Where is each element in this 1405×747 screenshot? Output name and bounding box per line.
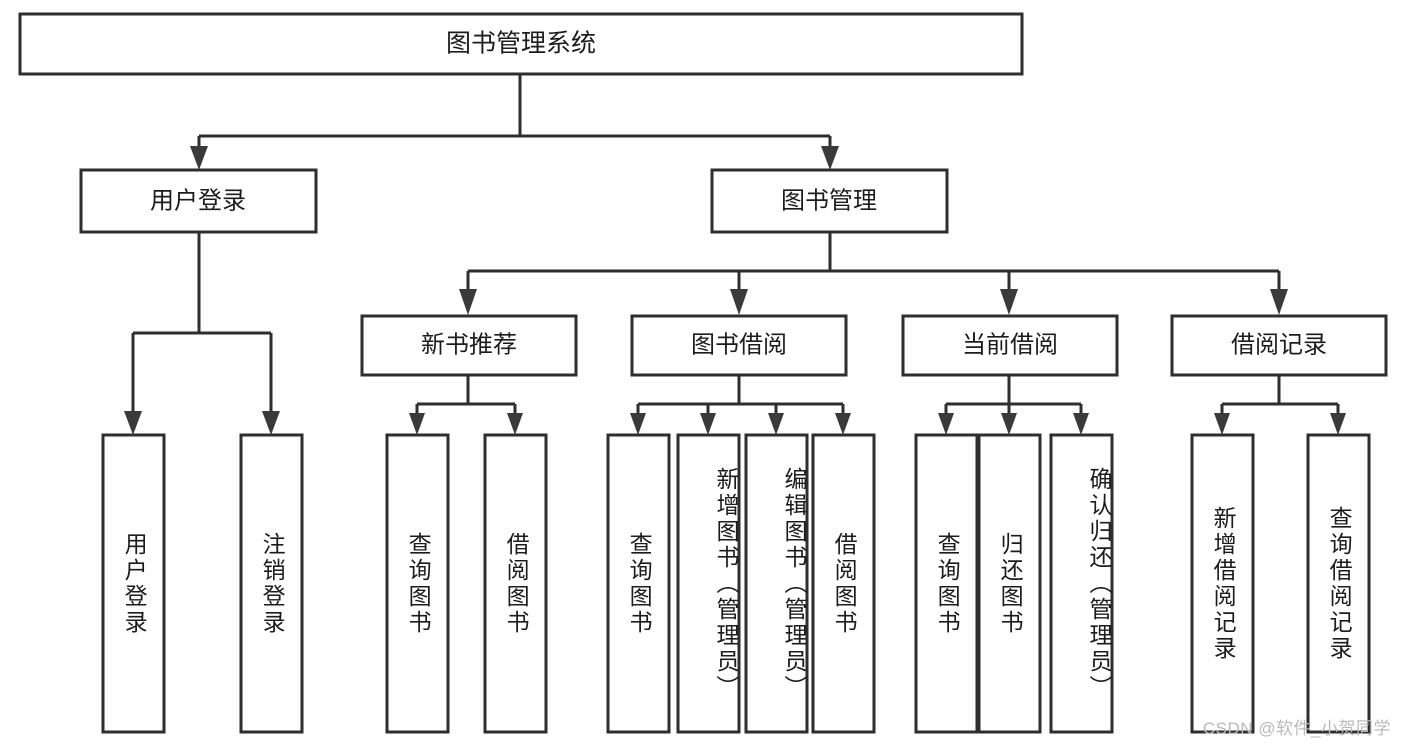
arrow-book-manage-to-new-book bbox=[459, 289, 477, 315]
leaf-box-borrow-record-1[interactable] bbox=[1190, 433, 1255, 734]
arrow-user-login-leaf-2 bbox=[262, 411, 280, 435]
node-current-borrow-box[interactable] bbox=[901, 314, 1119, 377]
leaf-boxes-current-borrow bbox=[914, 433, 1114, 734]
arrow-new-book-leaf-1 bbox=[409, 413, 425, 435]
arrow-book-borrow-leaf-3 bbox=[768, 413, 784, 435]
connector-book-borrow-trunk bbox=[636, 375, 845, 416]
node-new-book-recommend-box[interactable] bbox=[360, 314, 578, 377]
leaf-box-current-borrow-1[interactable] bbox=[914, 433, 979, 734]
arrow-borrow-record-leaf-2 bbox=[1330, 413, 1346, 435]
arrow-root-to-book-manage bbox=[821, 146, 839, 170]
arrow-current-borrow-leaf-1 bbox=[938, 413, 954, 435]
arrow-book-manage-to-borrow-record bbox=[1270, 289, 1288, 315]
leaf-boxes-borrow-record bbox=[1190, 433, 1371, 734]
watermark-text: CSDN @软件_小贺同学 bbox=[1202, 719, 1391, 738]
node-book-borrow-box[interactable] bbox=[630, 314, 848, 377]
node-root[interactable]: 图书管理系统 bbox=[18, 12, 1024, 76]
leaf-boxes-new-book-recommend bbox=[385, 433, 548, 734]
connector-current-borrow-trunk bbox=[944, 375, 1083, 416]
arrow-current-borrow-leaf-3 bbox=[1073, 413, 1089, 435]
leaf-box-book-borrow-1[interactable] bbox=[606, 433, 671, 734]
leaf-boxes-user-login bbox=[101, 433, 304, 734]
node-book-borrow[interactable]: 图书借阅 bbox=[630, 314, 848, 377]
arrow-book-borrow-leaf-4 bbox=[835, 413, 851, 435]
connector-root-trunk bbox=[197, 74, 832, 152]
node-current-borrow-label: 当前借阅 bbox=[962, 331, 1058, 358]
leaf-box-current-borrow-2[interactable] bbox=[977, 433, 1042, 734]
leaf-box-book-borrow-4[interactable] bbox=[811, 433, 876, 734]
node-user-login-label: 用户登录 bbox=[150, 187, 246, 214]
node-book-manage[interactable]: 图书管理 bbox=[710, 168, 949, 234]
node-borrow-record-label: 借阅记录 bbox=[1231, 331, 1327, 358]
node-user-login-box[interactable] bbox=[79, 168, 318, 234]
leaf-box-book-borrow-2[interactable] bbox=[676, 433, 741, 734]
arrow-book-manage-to-book-borrow bbox=[730, 289, 748, 315]
leaf-box-new-book-1[interactable] bbox=[385, 433, 450, 734]
connector-book-manage-trunk bbox=[466, 232, 1281, 292]
leaf-box-borrow-record-2[interactable] bbox=[1306, 433, 1371, 734]
arrow-book-borrow-leaf-2 bbox=[700, 413, 716, 435]
leaf-box-user-login-2[interactable] bbox=[239, 433, 304, 734]
node-borrow-record-box[interactable] bbox=[1170, 314, 1388, 377]
arrow-book-borrow-leaf-1 bbox=[630, 413, 646, 435]
connector-user-login-trunk bbox=[131, 232, 273, 414]
leaf-box-book-borrow-3[interactable] bbox=[744, 433, 809, 734]
node-borrow-record[interactable]: 借阅记录 bbox=[1170, 314, 1388, 377]
connector-borrow-record-trunk bbox=[1220, 375, 1340, 416]
arrow-book-manage-to-current-borrow bbox=[1000, 289, 1018, 315]
connector-new-book-trunk bbox=[415, 375, 517, 416]
node-root-label: 图书管理系统 bbox=[446, 30, 596, 58]
leaf-boxes-book-borrow bbox=[606, 433, 876, 734]
leaf-box-user-login-1[interactable] bbox=[101, 433, 166, 734]
arrow-user-login-leaf-1 bbox=[124, 411, 142, 435]
connector-layer bbox=[124, 74, 1346, 435]
arrow-current-borrow-leaf-2 bbox=[1001, 413, 1017, 435]
leaf-box-current-borrow-3[interactable] bbox=[1049, 433, 1114, 734]
node-user-login[interactable]: 用户登录 bbox=[79, 168, 318, 234]
node-current-borrow[interactable]: 当前借阅 bbox=[901, 314, 1119, 377]
node-root-box[interactable] bbox=[18, 12, 1024, 76]
arrow-new-book-leaf-2 bbox=[507, 413, 523, 435]
node-new-book-recommend[interactable]: 新书推荐 bbox=[360, 314, 578, 377]
arrow-borrow-record-leaf-1 bbox=[1214, 413, 1230, 435]
node-new-book-recommend-label: 新书推荐 bbox=[421, 331, 517, 358]
node-book-manage-box[interactable] bbox=[710, 168, 949, 234]
node-book-borrow-label: 图书借阅 bbox=[691, 331, 787, 358]
leaf-box-new-book-2[interactable] bbox=[483, 433, 548, 734]
arrow-root-to-user-login bbox=[190, 146, 208, 170]
node-book-manage-label: 图书管理 bbox=[781, 187, 877, 214]
